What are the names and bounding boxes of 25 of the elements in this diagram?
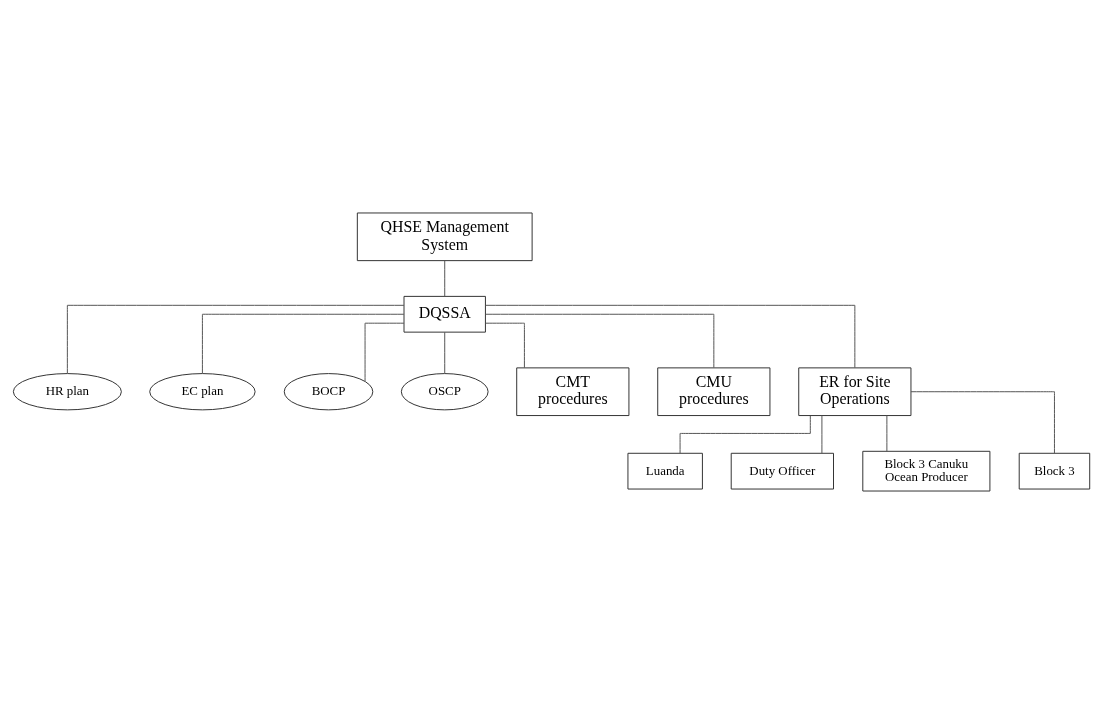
node-box: Luanda [627,452,703,490]
connector [201,313,405,374]
connector [485,322,525,368]
connector [679,415,811,454]
node-box: QHSE Management System [356,211,533,261]
node-ellipse: OSCP [400,372,489,410]
node-ellipse: HR plan [12,372,122,410]
connector [66,304,405,374]
connector [485,313,715,368]
node-box: DQSSA [403,295,486,333]
connector [485,304,856,368]
node-box: ER for Site Operations [798,366,912,416]
connector [444,259,446,297]
node-box: Block 3 [1018,452,1091,490]
node-ellipse: EC plan [149,372,256,410]
node-box: CMU procedures [657,366,771,416]
connector [910,390,1055,454]
connector [886,414,888,452]
connector [444,331,446,374]
connector [364,322,405,382]
node-ellipse: BOCP [283,372,374,410]
node-box: Duty Officer [730,452,834,490]
node-box: Block 3 Canuku Ocean Producer [862,450,991,492]
connector [821,414,823,454]
node-box: CMT procedures [516,366,630,416]
